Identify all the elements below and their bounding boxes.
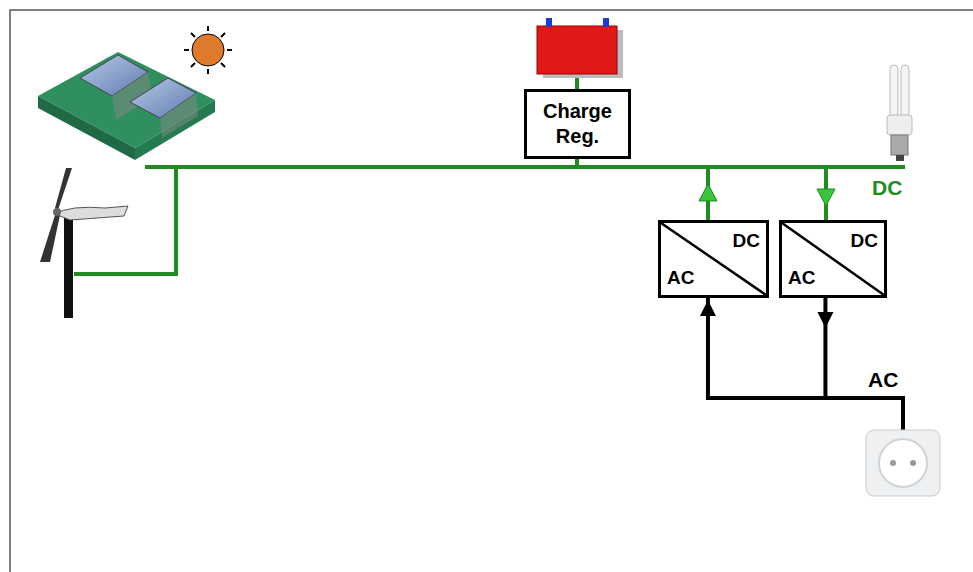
- ac-wire: [826, 398, 903, 430]
- arrow-head: [699, 184, 717, 201]
- converter-box: DC AC: [658, 220, 769, 298]
- converter-box: DC AC: [779, 220, 887, 298]
- node-text: DC: [851, 231, 878, 250]
- solar-array: [38, 52, 215, 160]
- ac-label: AC: [868, 368, 898, 392]
- bus-label: DC: [872, 176, 902, 200]
- node-text: AC: [788, 268, 815, 287]
- arrow-head: [817, 189, 835, 206]
- node-text: Charge Reg.: [535, 99, 621, 149]
- regulator-box: Charge Reg.: [524, 89, 631, 159]
- frame: [10, 10, 973, 572]
- node-text: AC: [667, 268, 694, 287]
- node-text: DC: [733, 231, 760, 250]
- lamp: [887, 65, 912, 161]
- battery: [537, 18, 623, 78]
- wind-turbine: [40, 168, 128, 318]
- ac-connector: [700, 298, 833, 398]
- socket: [866, 430, 940, 496]
- sun: [184, 26, 232, 74]
